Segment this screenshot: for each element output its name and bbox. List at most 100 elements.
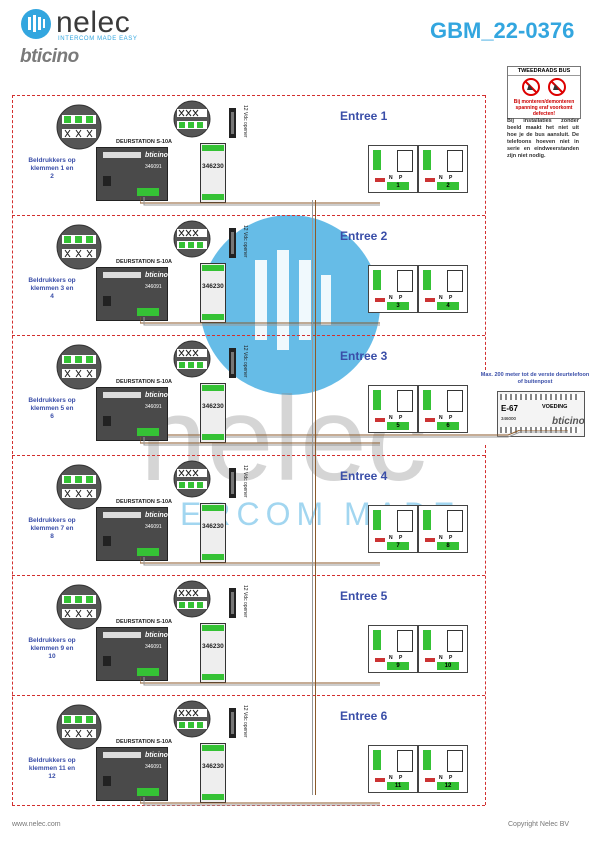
bus-wire bbox=[140, 557, 380, 566]
station-brand: bticino bbox=[145, 632, 168, 639]
phone-handset bbox=[447, 150, 463, 172]
opener-label: 12 Vdc opener bbox=[242, 105, 248, 138]
relay-zoom bbox=[173, 580, 211, 618]
phone-terminal-strip bbox=[423, 630, 431, 650]
station-brand: bticino bbox=[145, 152, 168, 159]
station-code: 346091 bbox=[145, 404, 162, 410]
station-terminal bbox=[137, 188, 159, 196]
bus-wire bbox=[140, 317, 380, 326]
bus-warning-red: Bij monteren/demonteren spanning eraf vo… bbox=[513, 99, 575, 117]
bell-button-zoom bbox=[56, 104, 102, 150]
relay-zoom bbox=[173, 700, 211, 738]
door-phone: N P 1 bbox=[368, 145, 418, 193]
bus-wire bbox=[140, 797, 380, 806]
door-station: bticino 346091 bbox=[96, 627, 168, 681]
relay-terminals-bottom bbox=[202, 434, 224, 440]
brand-logo: bticino bbox=[20, 46, 79, 67]
relay-terminals-top bbox=[202, 625, 224, 631]
relay-code: 346230 bbox=[202, 403, 224, 410]
phone-handset bbox=[447, 270, 463, 292]
door-phone: N P 4 bbox=[418, 265, 468, 313]
phone-terminal-strip bbox=[423, 150, 431, 170]
relay-terminals-top bbox=[202, 265, 224, 271]
bell-button-zoom bbox=[56, 584, 102, 630]
station-button bbox=[103, 536, 111, 546]
entrance-title: Entree 1 bbox=[340, 109, 388, 123]
relay-zoom bbox=[173, 340, 211, 378]
station-code: 346091 bbox=[145, 284, 162, 290]
terminal-p-label: P bbox=[399, 415, 403, 421]
entrance-title: Entree 3 bbox=[340, 349, 388, 363]
door-opener bbox=[229, 228, 236, 258]
phone-number: 7 bbox=[387, 542, 409, 550]
bell-label: Beldrukkers op klemmen 11 en 12 bbox=[28, 757, 76, 780]
station-speaker bbox=[103, 152, 141, 158]
frame-right-bottom bbox=[485, 445, 486, 805]
terminal-n-label: N bbox=[439, 415, 443, 421]
phone-jumper bbox=[375, 178, 385, 182]
bell-button-zoom bbox=[56, 464, 102, 510]
bell-label: Beldrukkers op klemmen 7 en 8 bbox=[28, 517, 76, 540]
logo-tagline: INTERCOM MADE EASY bbox=[58, 36, 138, 42]
bell-button-zoom bbox=[56, 224, 102, 270]
phone-number: 9 bbox=[387, 662, 409, 670]
station-label: DEURSTATION S-10A bbox=[116, 619, 173, 625]
door-phone: N P 6 bbox=[418, 385, 468, 433]
phone-terminal-strip bbox=[423, 750, 431, 770]
warning-icons bbox=[522, 78, 566, 96]
station-speaker bbox=[103, 272, 141, 278]
bus-wire bbox=[140, 437, 380, 446]
relay-terminals-bottom bbox=[202, 554, 224, 560]
door-station: bticino 346091 bbox=[96, 747, 168, 801]
phone-handset bbox=[397, 270, 413, 292]
phone-handset bbox=[447, 630, 463, 652]
phone-jumper bbox=[425, 418, 435, 422]
phone-jumper bbox=[375, 658, 385, 662]
opener-label: 12 Vdc opener bbox=[242, 585, 248, 618]
phone-number: 8 bbox=[437, 542, 459, 550]
station-terminal bbox=[137, 788, 159, 796]
terminal-p-label: P bbox=[449, 175, 453, 181]
terminal-n-label: N bbox=[439, 775, 443, 781]
station-speaker bbox=[103, 752, 141, 758]
opener-label: 12 Vdc opener bbox=[242, 465, 248, 498]
station-button bbox=[103, 296, 111, 306]
door-station: bticino 346091 bbox=[96, 387, 168, 441]
station-brand: bticino bbox=[145, 392, 168, 399]
relay-code: 346230 bbox=[202, 283, 224, 290]
nelec-logo-icon bbox=[21, 9, 51, 39]
terminal-p-label: P bbox=[449, 295, 453, 301]
relay-code: 346230 bbox=[202, 163, 224, 170]
station-label: DEURSTATION S-10A bbox=[116, 739, 173, 745]
bus-note: Bij installaties zonder beeld maakt het … bbox=[507, 118, 579, 159]
entrance-title: Entree 2 bbox=[340, 229, 388, 243]
door-station: bticino 346091 bbox=[96, 507, 168, 561]
phone-terminal-strip bbox=[373, 630, 381, 650]
entrance-title: Entree 4 bbox=[340, 469, 388, 483]
bus-warning-title: TWEEDRAADS BUS bbox=[508, 67, 580, 76]
station-speaker bbox=[103, 512, 141, 518]
door-phone: N P 7 bbox=[368, 505, 418, 553]
terminal-p-label: P bbox=[399, 175, 403, 181]
bell-label: Beldrukkers op klemmen 3 en 4 bbox=[28, 277, 76, 300]
footer-url: www.nelec.com bbox=[12, 821, 61, 828]
terminal-p-label: P bbox=[399, 655, 403, 661]
relay-terminals-top bbox=[202, 145, 224, 151]
terminal-n-label: N bbox=[439, 175, 443, 181]
terminal-n-label: N bbox=[389, 655, 393, 661]
door-phone: N P 3 bbox=[368, 265, 418, 313]
phone-jumper bbox=[425, 658, 435, 662]
door-opener bbox=[229, 708, 236, 738]
relay-zoom bbox=[173, 100, 211, 138]
door-phone: N P 2 bbox=[418, 145, 468, 193]
door-station: bticino 346091 bbox=[96, 147, 168, 201]
station-terminal bbox=[137, 428, 159, 436]
row-divider bbox=[12, 455, 485, 456]
bell-button-zoom bbox=[56, 344, 102, 390]
bell-label: Beldrukkers op klemmen 5 en 6 bbox=[28, 397, 76, 420]
frame-right-top bbox=[485, 95, 486, 370]
relay-terminals-top bbox=[202, 385, 224, 391]
door-phone: N P 12 bbox=[418, 745, 468, 793]
relay-module bbox=[200, 503, 226, 563]
bus-riser bbox=[312, 200, 316, 795]
